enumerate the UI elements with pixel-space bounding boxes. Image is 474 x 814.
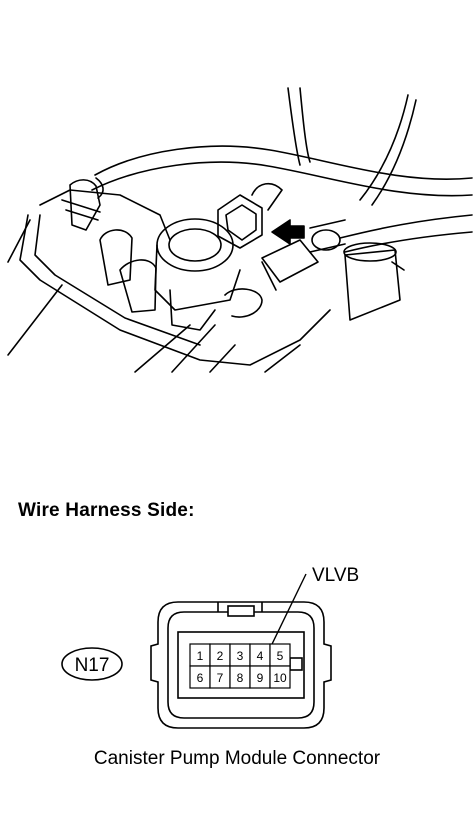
wire-harness-side-heading: Wire Harness Side: bbox=[18, 500, 195, 521]
connector-code-badge bbox=[61, 647, 123, 681]
pin-label: 10 bbox=[273, 671, 287, 685]
pin-grid bbox=[189, 643, 291, 689]
canister-pump-illustration bbox=[7, 87, 473, 373]
connector-caption: Canister Pump Module Connector bbox=[93, 748, 381, 769]
pin-label: 7 bbox=[217, 671, 224, 685]
connector-housing bbox=[150, 601, 332, 729]
vlvb-callout: VLVB bbox=[312, 565, 359, 586]
pin-label: 9 bbox=[257, 671, 264, 685]
pin-label: 4 bbox=[257, 649, 264, 663]
connector-diagram: VLVB N17 1 2 3 4 5 6 7 8 bbox=[61, 565, 359, 729]
pin-label: 5 bbox=[277, 649, 284, 663]
connector-code: N17 bbox=[75, 655, 110, 676]
pin-label: 8 bbox=[237, 671, 244, 685]
pin-label: 3 bbox=[237, 649, 244, 663]
pin-label: 6 bbox=[197, 671, 204, 685]
pin-label: 2 bbox=[217, 649, 224, 663]
pin-label: 1 bbox=[197, 649, 204, 663]
left-arrow-icon bbox=[271, 219, 305, 245]
